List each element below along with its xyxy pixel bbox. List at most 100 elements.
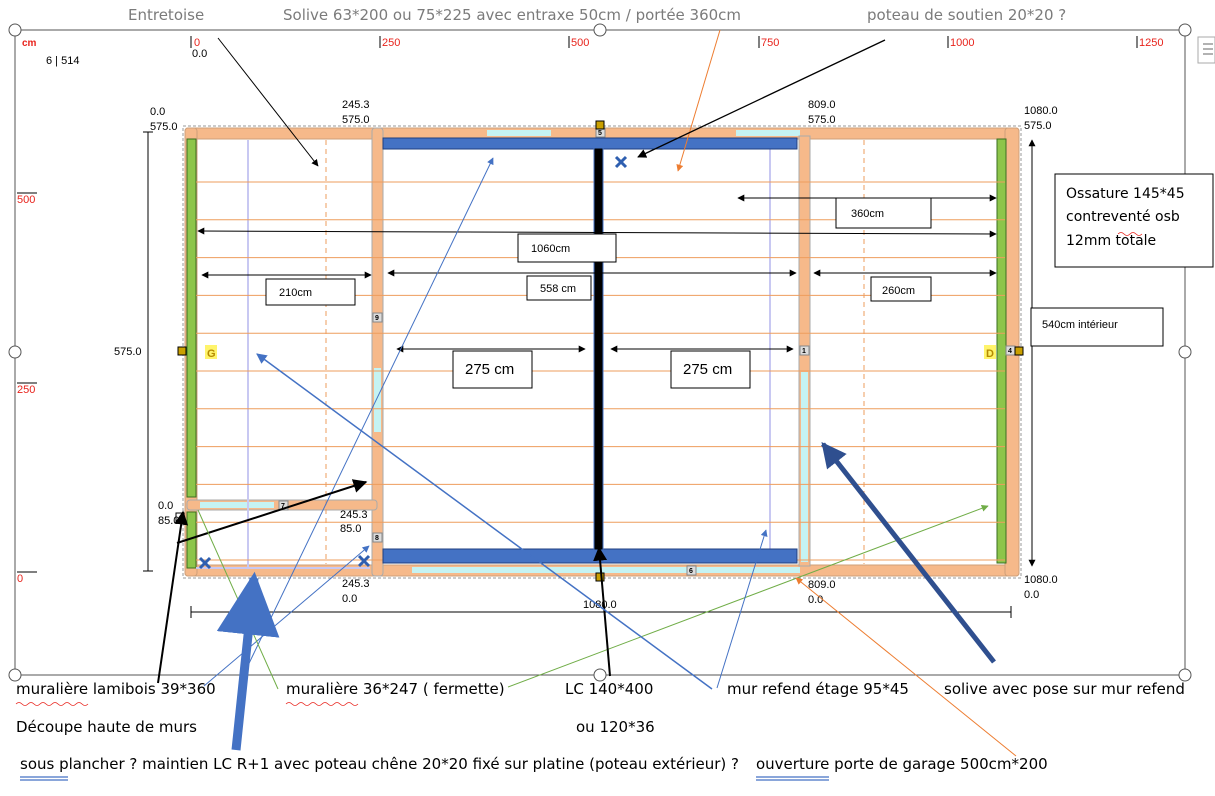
svg-text:12mm totale: 12mm totale bbox=[1066, 233, 1156, 249]
label-decoupe: Découpe haute de murs bbox=[16, 718, 197, 736]
svg-text:575.0: 575.0 bbox=[150, 121, 178, 133]
wall-tag-7: 7 bbox=[278, 500, 289, 511]
svg-text:1080.0: 1080.0 bbox=[1024, 105, 1058, 117]
ruler-top-tick-3: 750 bbox=[761, 37, 779, 49]
svg-text:G: G bbox=[207, 348, 216, 360]
handle-left[interactable] bbox=[177, 346, 187, 356]
garage-door-opening bbox=[412, 567, 800, 573]
svg-text:D: D bbox=[986, 348, 994, 360]
svg-text:0.0: 0.0 bbox=[150, 106, 165, 118]
svg-text:contreventé osb: contreventé osb bbox=[1066, 209, 1180, 225]
handle-right[interactable] bbox=[1014, 346, 1024, 356]
bottom-length-readout: 1080.0 bbox=[583, 599, 617, 611]
resize-handle-r[interactable] bbox=[1178, 345, 1192, 359]
ruler-unit: cm bbox=[22, 38, 37, 49]
dim-box-1060: 1060cm bbox=[517, 233, 617, 263]
muraliere-left[interactable] bbox=[186, 138, 197, 498]
resize-handle-bl[interactable] bbox=[8, 668, 22, 682]
resize-handle-l[interactable] bbox=[8, 345, 22, 359]
svg-text:575.0: 575.0 bbox=[808, 114, 836, 126]
resize-handle-tr[interactable] bbox=[1178, 23, 1192, 37]
dim-box-558: 558 cm bbox=[526, 275, 592, 301]
ruler-top-tick-5: 1250 bbox=[1139, 37, 1163, 49]
dim-box-360: 360cm bbox=[835, 197, 932, 229]
ruler-left-tick-500: 500 bbox=[17, 194, 35, 206]
svg-text:85.0: 85.0 bbox=[340, 523, 361, 535]
svg-text:275 cm: 275 cm bbox=[465, 361, 514, 378]
beam-top[interactable] bbox=[382, 137, 798, 150]
svg-text:260cm: 260cm bbox=[882, 285, 915, 297]
resize-handle-br[interactable] bbox=[1178, 668, 1192, 682]
label-ouverture: ouverture porte de garage 500cm*200 bbox=[756, 755, 1048, 773]
dim-box-275b: 275 cm bbox=[670, 350, 751, 389]
post-x-icon bbox=[357, 554, 371, 568]
ruler-left-tick-0: 0 bbox=[17, 573, 23, 585]
ossature-box: Ossature 145*45 contreventé osb 12mm tot… bbox=[1054, 173, 1214, 268]
handle-bottom[interactable] bbox=[595, 572, 605, 582]
svg-text:245.3: 245.3 bbox=[340, 509, 368, 521]
label-lc-alt: ou 120*36 bbox=[576, 718, 655, 736]
ruler-origin: 0.0 bbox=[192, 48, 207, 60]
svg-text:0.0: 0.0 bbox=[808, 594, 823, 606]
building-plan: 5 9 7 8 6 1 4 G D bbox=[175, 120, 1024, 582]
svg-text:6: 6 bbox=[689, 568, 693, 575]
label-muraliere-fermette: muralière 36*247 ( fermette) bbox=[286, 680, 505, 698]
beam-bottom-lc[interactable] bbox=[382, 548, 798, 564]
svg-text:575.0: 575.0 bbox=[1024, 120, 1052, 132]
wall-9[interactable] bbox=[371, 127, 384, 577]
svg-text:8: 8 bbox=[375, 535, 379, 542]
svg-text:5: 5 bbox=[598, 130, 602, 137]
label-solive-pose: solive avec pose sur mur refend bbox=[944, 680, 1185, 698]
coordinate-readouts: 0.0 575.0 245.3 575.0 809.0 575.0 1080.0… bbox=[150, 99, 1058, 606]
label-entretoise: Entretoise bbox=[128, 6, 204, 24]
svg-text:245.3: 245.3 bbox=[342, 99, 370, 111]
ruler-top-tick-4: 1000 bbox=[950, 37, 974, 49]
side-mark-g: G bbox=[205, 345, 217, 360]
wall-tag-1: 1 bbox=[799, 345, 810, 356]
ruler-top-tick-2: 500 bbox=[571, 37, 589, 49]
ruler-top-tick-0: 0 bbox=[194, 37, 200, 49]
svg-text:809.0: 809.0 bbox=[808, 99, 836, 111]
opening-top-1 bbox=[487, 130, 551, 136]
svg-text:275 cm: 275 cm bbox=[683, 361, 732, 378]
svg-text:Ossature 145*45: Ossature 145*45 bbox=[1066, 186, 1185, 202]
resize-handle-t[interactable] bbox=[593, 23, 607, 37]
svg-text:1060cm: 1060cm bbox=[531, 243, 570, 255]
svg-text:245.3: 245.3 bbox=[342, 578, 370, 590]
layout-options-icon[interactable] bbox=[1197, 36, 1215, 64]
ruler-top-tick-1: 250 bbox=[382, 37, 400, 49]
ruler-left-tick-250: 250 bbox=[17, 384, 35, 396]
svg-text:360cm: 360cm bbox=[851, 208, 884, 220]
svg-text:575.0: 575.0 bbox=[342, 114, 370, 126]
opening-top-2 bbox=[736, 130, 800, 136]
svg-text:0.0: 0.0 bbox=[342, 593, 357, 605]
svg-text:0.0: 0.0 bbox=[158, 500, 173, 512]
dim-box-260: 260cm bbox=[870, 276, 932, 302]
svg-text:558 cm: 558 cm bbox=[540, 283, 576, 295]
svg-text:809.0: 809.0 bbox=[808, 579, 836, 591]
svg-text:9: 9 bbox=[375, 315, 379, 322]
post-x-icon bbox=[198, 556, 212, 570]
svg-text:540cm intérieur: 540cm intérieur bbox=[1042, 319, 1118, 331]
svg-text:85.0: 85.0 bbox=[158, 515, 179, 527]
resize-handle-tl[interactable] bbox=[8, 23, 22, 37]
bottom-annotations: muralière lamibois 39*360 muralière 36*2… bbox=[15, 232, 1185, 781]
label-solive: Solive 63*200 ou 75*225 avec entraxe 50c… bbox=[283, 6, 741, 24]
svg-text:210cm: 210cm bbox=[279, 287, 312, 299]
label-muraliere-lamibois: muralière lamibois 39*360 bbox=[16, 680, 216, 698]
dimension-annotations: 360cm 1060cm 210cm 558 cm 260cm 275 cm 2… bbox=[197, 139, 1214, 567]
label-poteau: poteau de soutien 20*20 ? bbox=[867, 6, 1066, 24]
resize-handle-b[interactable] bbox=[593, 668, 607, 682]
handle-top[interactable] bbox=[595, 120, 605, 130]
picture-frame[interactable] bbox=[8, 23, 1215, 682]
wall-tag-6: 6 bbox=[686, 565, 697, 576]
muraliere-right[interactable] bbox=[996, 138, 1007, 564]
mur-refend-central[interactable] bbox=[593, 147, 604, 551]
dim-box-275a: 275 cm bbox=[452, 350, 533, 389]
side-mark-d: D bbox=[984, 345, 996, 360]
left-height-readout: 575.0 bbox=[114, 346, 142, 358]
svg-text:7: 7 bbox=[281, 503, 285, 510]
wall-tag-4: 4 bbox=[1005, 345, 1016, 356]
ruler: cm 6 | 514 0 250 500 750 1000 1250 0.0 5… bbox=[17, 36, 1163, 585]
